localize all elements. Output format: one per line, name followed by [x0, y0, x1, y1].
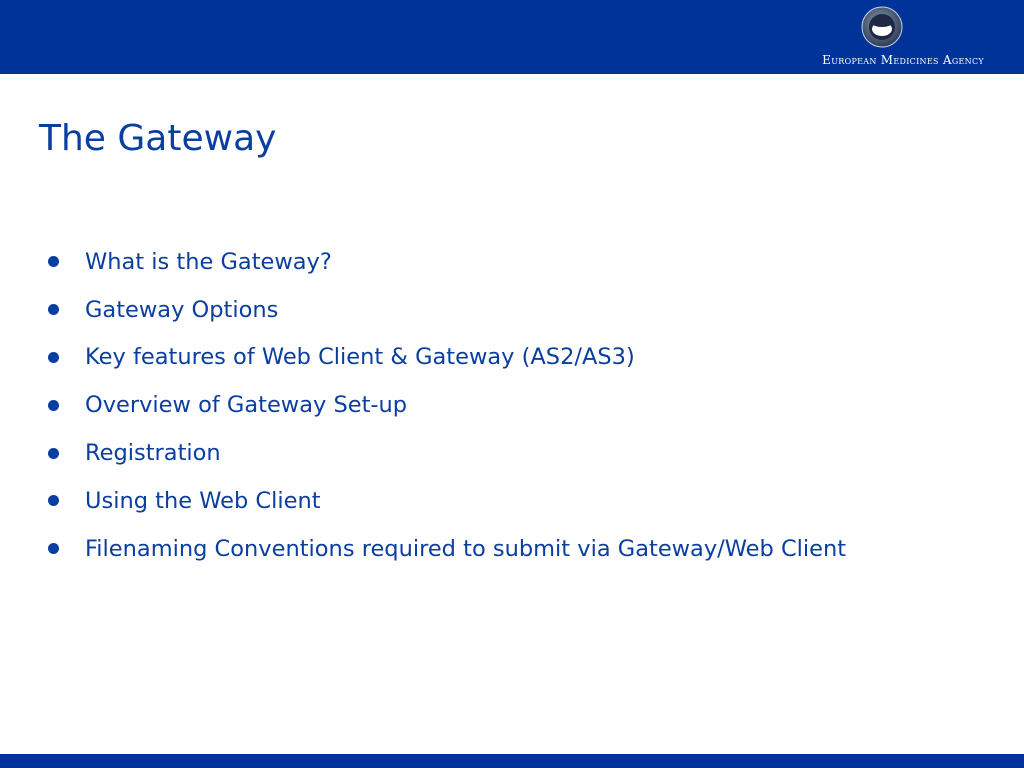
bullet-item: Gateway Options	[44, 286, 846, 334]
logo-text: European Medicines Agency	[822, 53, 984, 67]
bullet-item: Registration	[44, 429, 846, 477]
bullet-dot-icon	[48, 351, 59, 363]
bullet-dot-icon	[48, 447, 59, 459]
bullet-text: Filenaming Conventions required to submi…	[85, 535, 847, 562]
bullet-dot-icon	[48, 399, 59, 411]
bullet-text: What is the Gateway?	[85, 248, 332, 275]
bullet-item: Key features of Web Client & Gateway (AS…	[44, 334, 846, 382]
footer-bar	[0, 754, 1024, 768]
bullet-text: Overview of Gateway Set-up	[85, 392, 408, 419]
bullet-dot-icon	[48, 543, 59, 555]
slide-title: The Gateway	[39, 118, 277, 159]
bullet-list: What is the Gateway? Gateway Options Key…	[44, 238, 846, 573]
header-bar: European Medicines Agency	[0, 0, 1024, 74]
bullet-dot-icon	[48, 304, 59, 316]
bullet-item: Using the Web Client	[44, 477, 846, 525]
ema-emblem-icon	[861, 6, 903, 48]
bullet-item: Filenaming Conventions required to submi…	[44, 525, 846, 573]
bullet-dot-icon	[48, 256, 59, 268]
bullet-text: Using the Web Client	[85, 487, 321, 514]
bullet-dot-icon	[48, 495, 59, 507]
bullet-item: What is the Gateway?	[44, 238, 846, 286]
bullet-text: Gateway Options	[85, 296, 279, 323]
bullet-text: Registration	[85, 440, 221, 467]
bullet-item: Overview of Gateway Set-up	[44, 381, 846, 429]
bullet-text: Key features of Web Client & Gateway (AS…	[85, 344, 635, 371]
